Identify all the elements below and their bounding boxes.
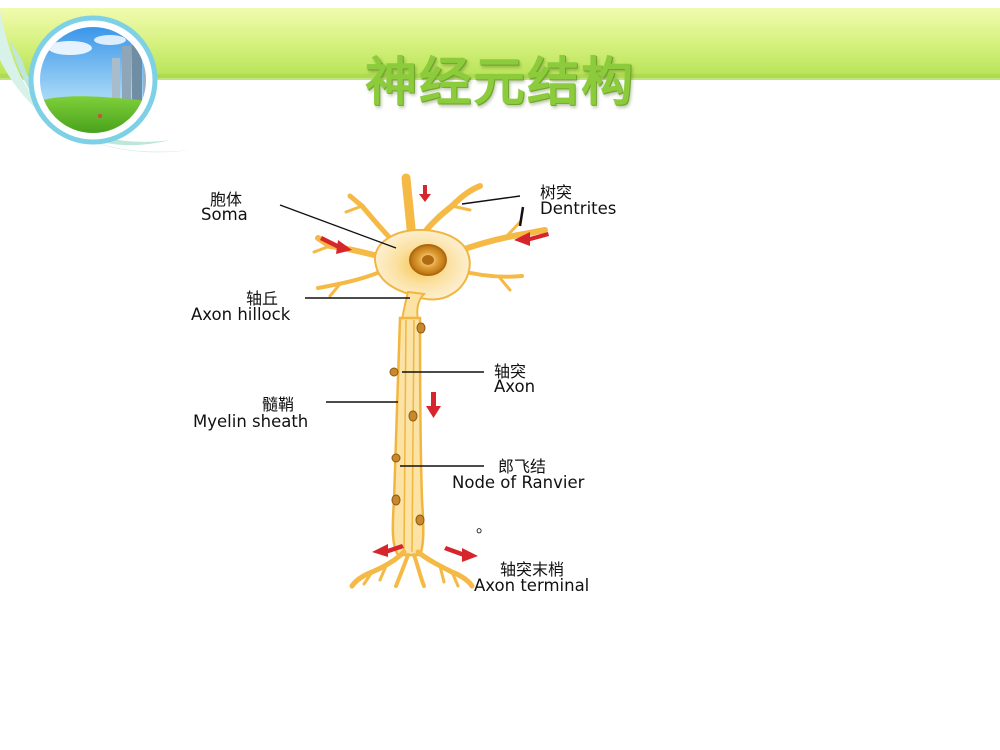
leader-line-soma	[279, 204, 397, 249]
axon-shape	[391, 316, 425, 557]
label-dendrites-en: Dentrites	[540, 199, 616, 218]
label-myelin-sheath-zh: 髓鞘	[262, 395, 294, 414]
leader-line-dendrites-2	[518, 206, 525, 227]
label-soma-zh: 胞体	[210, 190, 242, 209]
signal-direction-arrows	[320, 185, 549, 562]
label-node-of-ranvier-en: Node of Ranvier	[452, 473, 585, 492]
myelin-nodes	[389, 322, 426, 526]
header-band	[0, 8, 1000, 78]
arrow-right-icon	[320, 236, 352, 254]
label-soma-en: Soma	[201, 205, 248, 224]
label-axon-hillock-zh: 轴丘	[246, 289, 278, 308]
arrow-down-icon	[419, 185, 431, 202]
stray-punctuation: 。	[476, 517, 492, 536]
label-axon-terminal-en: Axon terminal	[474, 576, 589, 595]
label-dendrites-zh: 树突	[540, 183, 572, 202]
label-axon-zh: 轴突	[494, 362, 526, 381]
label-node-of-ranvier-zh: 郎飞结	[498, 457, 546, 476]
arrow-left-icon	[372, 544, 404, 557]
axon-hillock-shape	[400, 290, 427, 321]
arrow-right-icon	[444, 546, 478, 562]
label-axon-en: Axon	[494, 377, 535, 396]
leader-line-dendrites	[461, 195, 521, 205]
label-axon-hillock-en: Axon hillock	[191, 305, 291, 324]
arrow-left-icon	[514, 232, 549, 246]
label-myelin-sheath-en: Myelin sheath	[193, 412, 308, 431]
slide-title: 神经元结构	[364, 53, 635, 113]
header-decoration	[0, 8, 1000, 153]
label-axon-terminal-zh: 轴突末梢	[500, 560, 564, 579]
leader-lines	[279, 195, 525, 467]
axon-terminal-shape	[349, 549, 475, 589]
arrow-down-icon	[426, 392, 441, 418]
